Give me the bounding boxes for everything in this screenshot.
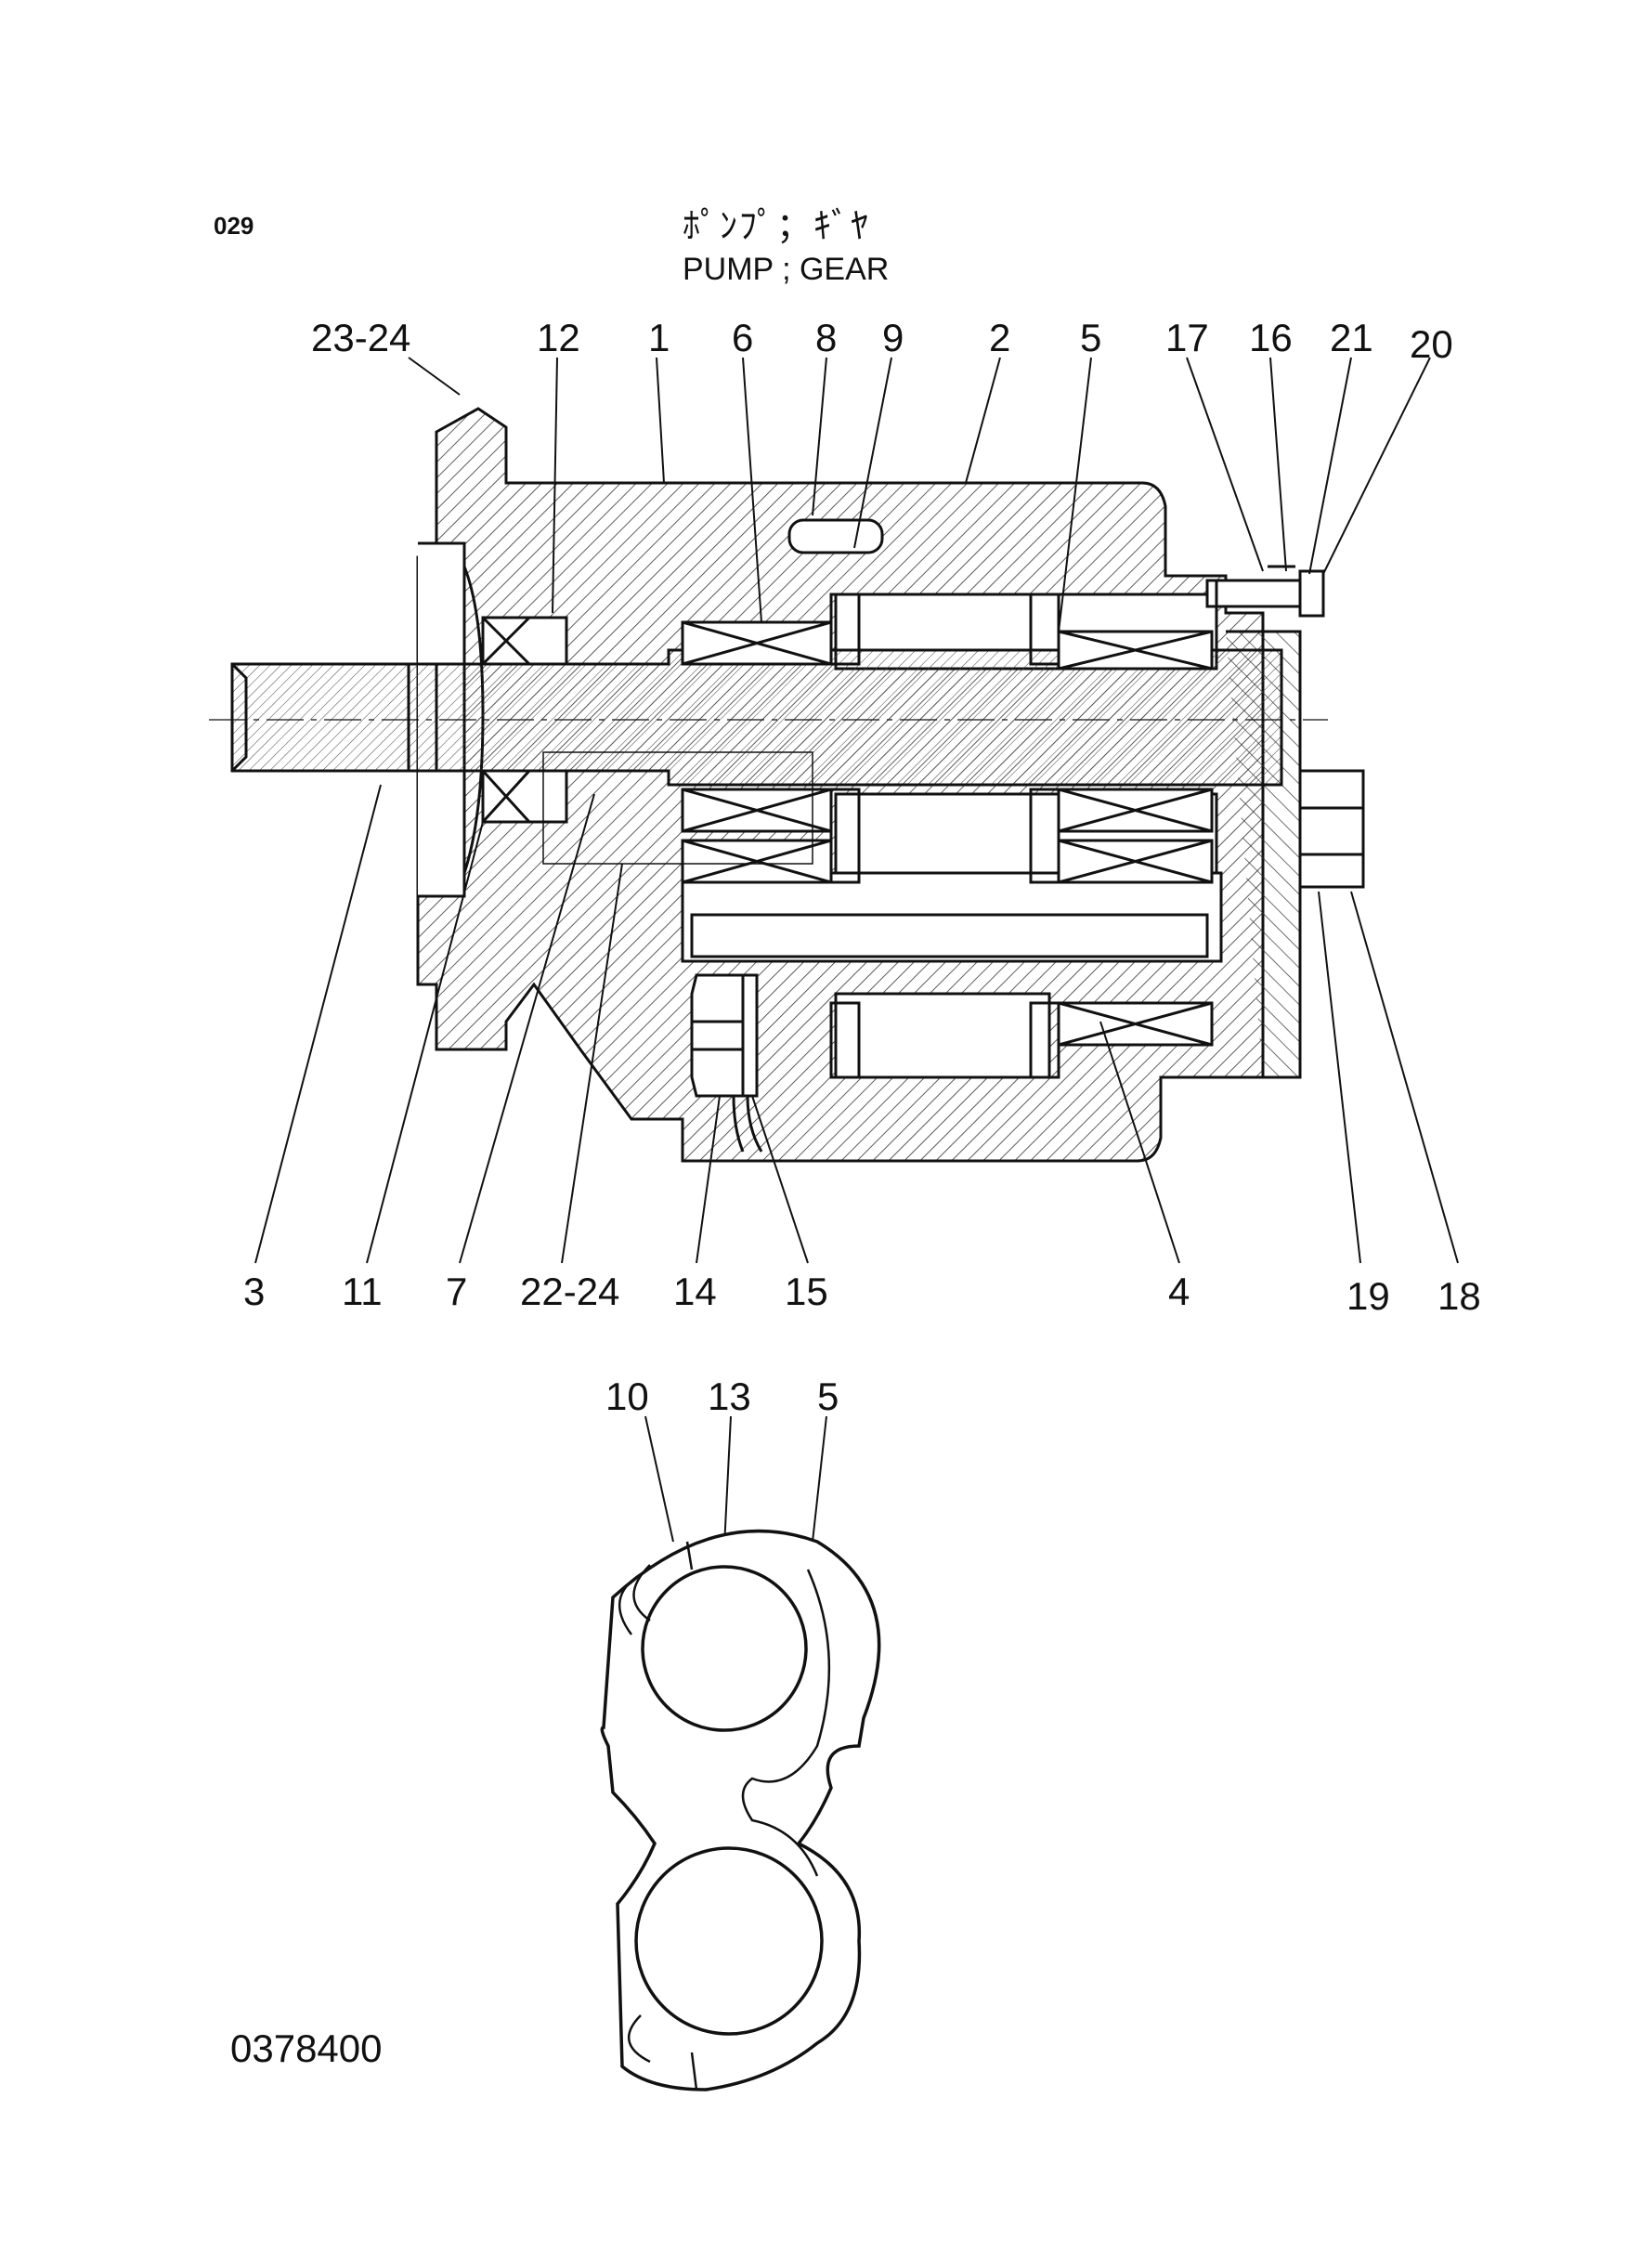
page-number: 029 [214, 212, 254, 240]
leader-lines [254, 357, 1459, 1547]
callout-1: 1 [648, 316, 670, 359]
oil-seal [481, 616, 568, 824]
callout-7: 7 [446, 1270, 467, 1313]
callout-10: 10 [605, 1375, 649, 1418]
title-english: PUMP ; GEAR [683, 252, 890, 287]
bearing-rear [1057, 630, 1214, 1047]
callout-14: 14 [673, 1270, 717, 1313]
callout-5-plate: 5 [817, 1375, 839, 1418]
callout-8: 8 [815, 316, 837, 359]
driven-shaft [690, 913, 1209, 958]
callout-17: 17 [1165, 316, 1209, 359]
callouts-top: 23-24 12 1 6 8 9 2 5 17 16 21 20 [311, 316, 1453, 366]
callout-9: 9 [882, 316, 904, 359]
diagram-title: ﾎﾟﾝﾌﾟ；ｷﾞﾔ PUMP ; GEAR [683, 197, 1017, 288]
callout-22-24: 22-24 [520, 1270, 619, 1313]
callout-19: 19 [1346, 1274, 1390, 1318]
callout-23-24: 23-24 [311, 316, 410, 359]
callout-3: 3 [243, 1270, 265, 1313]
callout-12: 12 [537, 316, 580, 359]
drawing-code: 0378400 [230, 2026, 383, 2070]
bearing-front [681, 620, 833, 884]
callout-5: 5 [1080, 316, 1101, 359]
callout-11: 11 [342, 1270, 383, 1313]
title-japanese: ﾎﾟﾝﾌﾟ；ｷﾞﾔ [683, 207, 871, 246]
drive-shaft [230, 648, 1283, 787]
callouts-plate: 10 13 5 [605, 1375, 839, 1418]
cover-bolt [1205, 565, 1325, 618]
callout-4: 4 [1168, 1270, 1190, 1313]
callout-13: 13 [708, 1375, 751, 1418]
through-bolt [690, 973, 763, 1153]
dowel-pin [787, 518, 884, 554]
detail-frame [542, 751, 813, 865]
callout-20: 20 [1410, 322, 1453, 366]
drain-plug [1298, 769, 1365, 889]
callout-18: 18 [1437, 1274, 1481, 1318]
side-plate-detail [600, 1529, 881, 2091]
callout-2: 2 [989, 316, 1010, 359]
callout-15: 15 [785, 1270, 828, 1313]
callout-6: 6 [732, 316, 753, 359]
callout-21: 21 [1330, 316, 1373, 359]
callout-16: 16 [1249, 316, 1293, 359]
callouts-bottom: 3 11 7 22-24 14 15 4 19 18 [243, 1270, 1481, 1318]
